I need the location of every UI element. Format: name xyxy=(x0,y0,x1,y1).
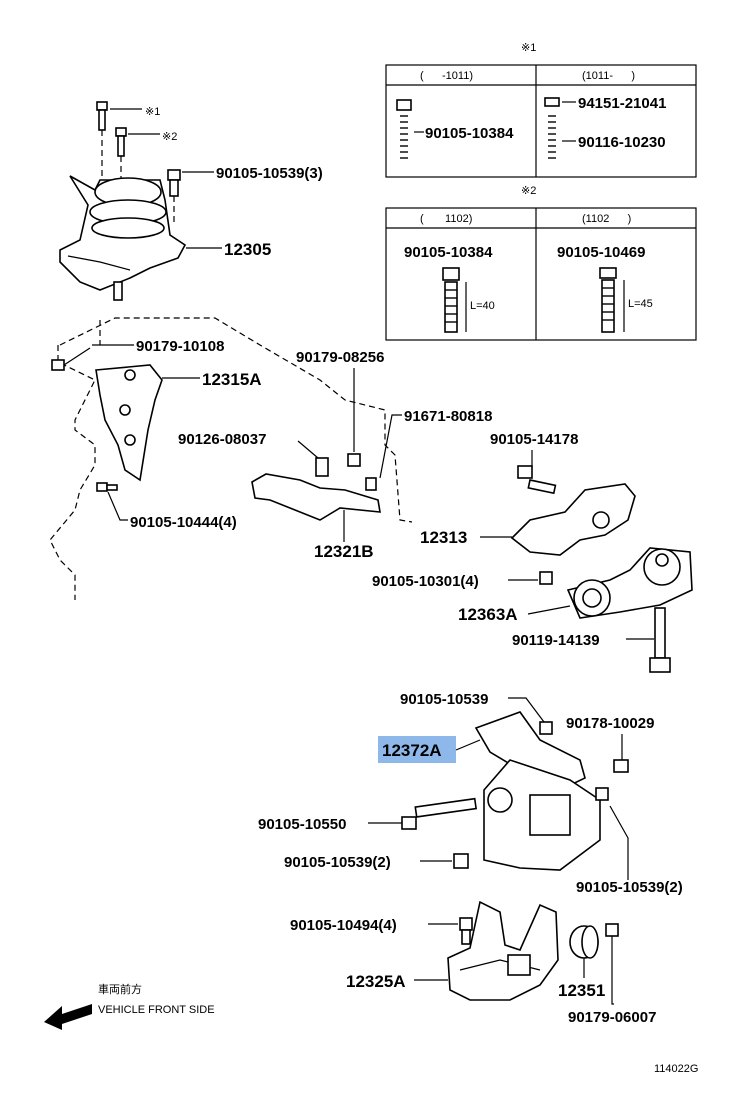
table1-col2-part-a: 94151-21041 xyxy=(578,95,666,112)
label-90179-06007: 90179-06007 xyxy=(568,1009,656,1026)
table1-col2-header: (1011- ) xyxy=(582,70,635,82)
table1-mark: ※1 xyxy=(521,42,536,54)
front-arrow-icon xyxy=(44,1004,92,1030)
figure-id: 114022G xyxy=(654,1063,698,1075)
label-12313: 12313 xyxy=(420,528,467,547)
engine-mount-12305-icon xyxy=(59,101,187,301)
table2-col1-part: 90105-10384 xyxy=(404,244,493,261)
table2-col1-length: L=40 xyxy=(470,300,495,312)
callout-mark2: ※2 xyxy=(162,131,177,143)
label-90105-10494-4: 90105-10494(4) xyxy=(290,917,397,934)
table2-col2-header: (1102 ) xyxy=(582,213,631,225)
bolt-icon xyxy=(442,267,460,333)
stud-icon xyxy=(315,457,329,477)
label-90105-10539-2a: 90105-10539(2) xyxy=(284,854,391,871)
bolt-icon xyxy=(599,267,617,333)
table2-col1-header: ( 1102) xyxy=(420,213,472,225)
label-12372A[interactable]: 12372A xyxy=(382,741,442,760)
bolt-icon xyxy=(539,571,553,585)
table2-mark: ※2 xyxy=(521,185,536,197)
label-90105-10301-4: 90105-10301(4) xyxy=(372,573,479,590)
mount-12313-icon xyxy=(510,483,636,556)
label-90105-10539: 90105-10539 xyxy=(400,691,488,708)
label-90105-10539-2b: 90105-10539(2) xyxy=(576,879,683,896)
front-label-en: VEHICLE FRONT SIDE xyxy=(98,1004,215,1016)
nut-icon xyxy=(613,759,629,773)
label-91671-80818: 91671-80818 xyxy=(404,408,492,425)
table1-col2-part-b: 90116-10230 xyxy=(578,134,666,151)
table1-col1-part: 90105-10384 xyxy=(425,125,514,142)
label-90178-10029: 90178-10029 xyxy=(566,715,654,732)
label-12363A: 12363A xyxy=(458,605,518,624)
bushing-12351-icon xyxy=(569,925,599,959)
label-12325A: 12325A xyxy=(346,972,406,991)
label-90105-10539-3: 90105-10539(3) xyxy=(216,165,323,182)
table2-col2-part: 90105-10469 xyxy=(557,244,645,261)
nut-icon xyxy=(347,453,361,467)
table1-col1-header: ( -1011) xyxy=(420,70,473,82)
label-90105-10550: 90105-10550 xyxy=(258,816,346,833)
bracket-12321B-icon xyxy=(251,473,381,521)
nut-icon xyxy=(605,923,619,937)
bracket-12315A-icon xyxy=(51,347,163,492)
label-90105-14178: 90105-14178 xyxy=(490,431,578,448)
label-12351: 12351 xyxy=(558,981,605,1000)
torque-rod-12363A-icon xyxy=(566,547,693,619)
spec-table-2: ※2 ( 1102) (1102 ) 90105-10384 90105-104… xyxy=(385,185,697,341)
label-90119-14139: 90119-14139 xyxy=(512,632,600,649)
bolt-icon xyxy=(396,99,412,159)
bolt-icon xyxy=(453,853,469,869)
bolt-icon xyxy=(539,721,553,735)
callout-mark1: ※1 xyxy=(145,106,160,118)
table2-col2-length: L=45 xyxy=(628,298,653,310)
bolt-icon xyxy=(649,607,671,673)
label-90126-08037: 90126-08037 xyxy=(178,431,266,448)
label-12305: 12305 xyxy=(224,240,271,259)
bracket-12372A-icon xyxy=(474,711,609,871)
front-label-jp: 車両前方 xyxy=(98,982,142,996)
bracket-12325A-icon xyxy=(447,900,559,1001)
label-90179-08256: 90179-08256 xyxy=(296,349,384,366)
label-90105-10444-4: 90105-10444(4) xyxy=(130,514,237,531)
highlight-12372A xyxy=(378,736,456,763)
spec-table-1: ※1 ( -1011) (1011- ) 90105-10384 xyxy=(385,42,697,178)
label-12315A: 12315A xyxy=(202,370,262,389)
bolt-icon xyxy=(544,97,560,159)
bolt-icon xyxy=(517,465,557,495)
bolt-icon xyxy=(401,797,478,830)
bolt-icon xyxy=(459,917,473,945)
label-90179-10108: 90179-10108 xyxy=(136,338,224,355)
label-12321B: 12321B xyxy=(314,542,374,561)
